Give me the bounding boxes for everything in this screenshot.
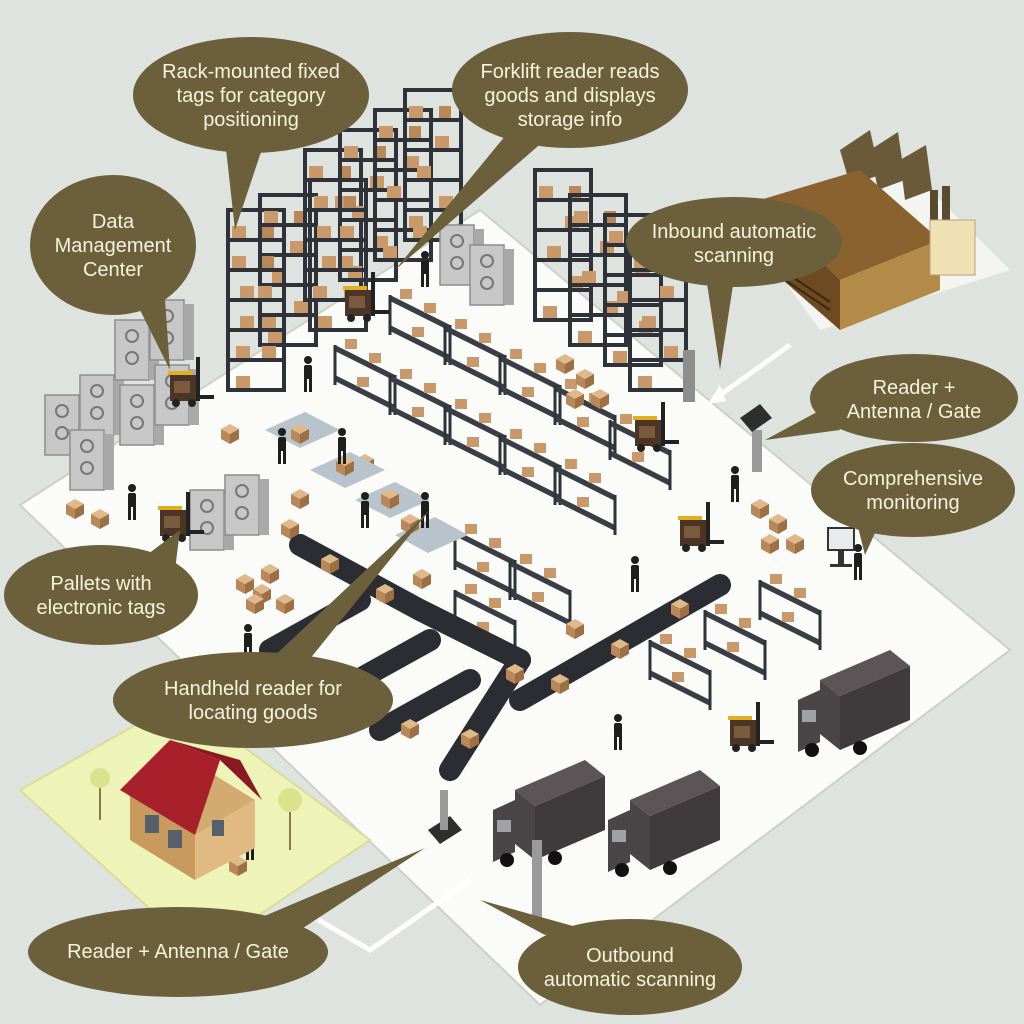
callout-bubble-reader-gate-inbound bbox=[765, 354, 1018, 442]
callout-bubble-pallet-tags bbox=[4, 530, 198, 645]
